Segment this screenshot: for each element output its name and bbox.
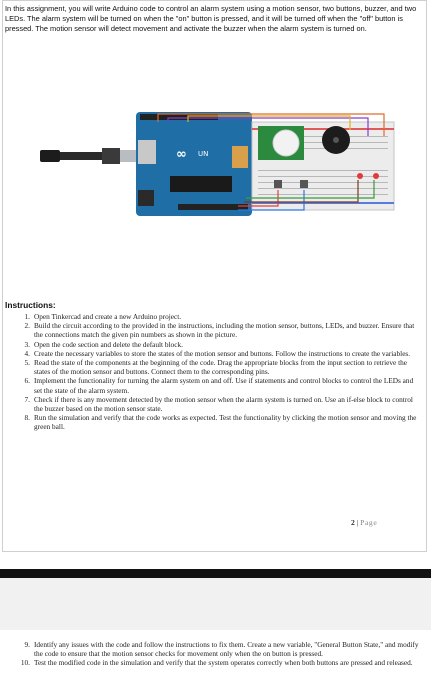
- step-text: Identify any issues with the code and fo…: [34, 640, 419, 659]
- step-number: 8.: [24, 413, 30, 423]
- button-icon: [274, 180, 308, 188]
- instructions-heading: Instructions:: [5, 300, 56, 310]
- page-gap: [0, 578, 431, 630]
- list-item: 5. Read the state of the components at th…: [8, 358, 422, 376]
- page-one: [2, 0, 427, 552]
- step-text: Create the necessary variables to store …: [34, 348, 411, 358]
- step-number: 4.: [24, 348, 30, 358]
- step-text: Run the simulation and verify that the c…: [34, 413, 417, 432]
- step-number: 7.: [24, 394, 30, 404]
- step-number: 5.: [24, 358, 30, 368]
- step-number: 9.: [24, 640, 30, 649]
- list-item: 10. Test the modified code in the simulat…: [8, 658, 422, 667]
- step-text: Open the code section and delete the def…: [34, 339, 183, 349]
- arduino-board-icon: ∞ UN: [136, 112, 252, 216]
- step-text: Check if there is any movement detected …: [34, 394, 413, 414]
- led-icon: [357, 173, 379, 179]
- step-text: Test the modified code in the simulation…: [34, 658, 413, 668]
- motion-sensor-icon: [258, 126, 304, 160]
- step-text: Implement the functionality for turning …: [34, 376, 414, 395]
- list-item: 4. Create the necessary variables to stor…: [8, 349, 422, 358]
- circuit-diagram: ∞ UN: [40, 112, 395, 216]
- page-number-value: 2: [351, 518, 355, 527]
- usb-cable-icon: [40, 148, 140, 164]
- page-separator: |: [354, 518, 361, 527]
- step-number: 1.: [24, 312, 30, 321]
- list-item: 8. Run the simulation and verify that the…: [8, 413, 422, 431]
- step-text: Build the circuit according to the provi…: [34, 321, 415, 340]
- page-word: Page: [360, 518, 378, 527]
- list-item: 6. Implement the functionality for turnin…: [8, 376, 422, 394]
- step-number: 2.: [24, 321, 30, 331]
- step-number: 3.: [24, 339, 30, 349]
- page-break-bar: [0, 569, 431, 578]
- step-number: 10.: [20, 658, 30, 668]
- instructions-list: 1. Open Tinkercad and create a new Arduin…: [8, 312, 422, 432]
- list-item: 1. Open Tinkercad and create a new Arduin…: [8, 312, 422, 321]
- list-item: 9. Identify any issues with the code and …: [8, 640, 422, 658]
- svg-text:∞: ∞: [176, 147, 187, 162]
- page-number: 2 | Page: [351, 518, 377, 527]
- list-item: 2. Build the circuit according to the pro…: [8, 321, 422, 339]
- instructions-list-continued: 9. Identify any issues with the code and …: [8, 640, 422, 668]
- buzzer-icon: [322, 126, 350, 154]
- step-text: Read the state of the components at the …: [34, 358, 408, 377]
- list-item: 7. Check if there is any movement detecte…: [8, 395, 422, 413]
- step-text: Open Tinkercad and create a new Arduino …: [34, 312, 182, 321]
- step-number: 6.: [24, 376, 30, 386]
- board-label: UN: [198, 150, 208, 158]
- intro-paragraph: In this assignment, you will write Ardui…: [5, 4, 417, 33]
- list-item: 3. Open the code section and delete the d…: [8, 340, 422, 349]
